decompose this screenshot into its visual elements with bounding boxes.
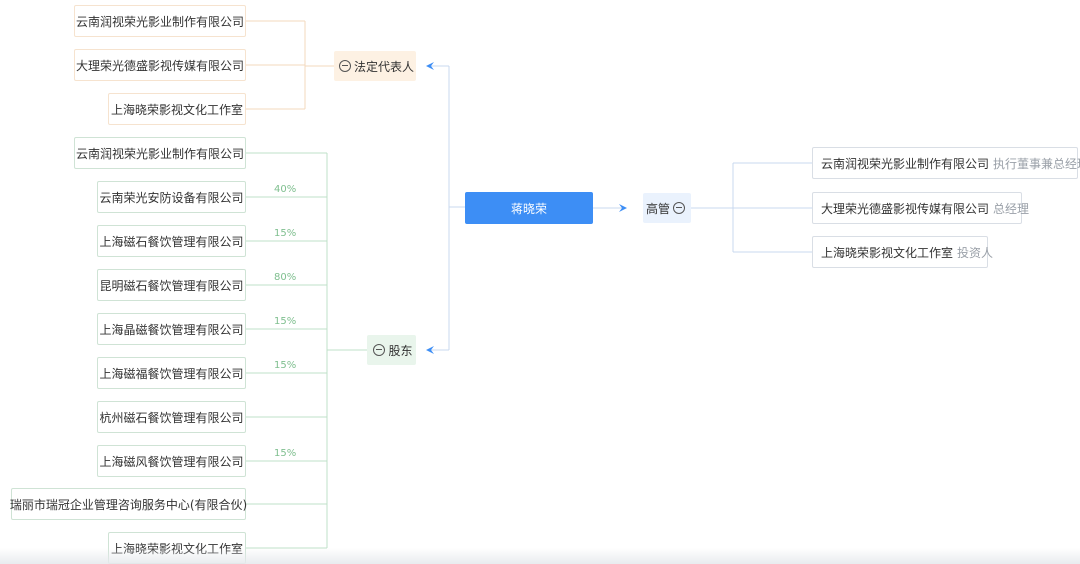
company-name: 云南润视荣光影业制作有限公司	[76, 146, 245, 161]
minus-circle-icon[interactable]	[373, 344, 386, 356]
legal-rep-company-node[interactable]: 云南润视荣光影业制作有限公司	[74, 5, 246, 37]
company-name: 大理荣光德盛影视传媒有限公司	[821, 201, 990, 216]
executive-role: 投资人	[957, 245, 994, 260]
arrow-head-icon	[619, 204, 627, 212]
shareholder-company-node[interactable]: 上海磁风餐饮管理有限公司	[97, 445, 246, 477]
company-name: 瑞丽市瑞冠企业管理咨询服务中心(有限合伙)	[9, 497, 248, 512]
company-name: 杭州磁石餐饮管理有限公司	[99, 410, 244, 425]
share-percentage: 15%	[274, 360, 297, 371]
shareholder-company-node[interactable]: 瑞丽市瑞冠企业管理咨询服务中心(有限合伙)	[9, 488, 248, 520]
executive-company-node[interactable]: 上海晓荣影视文化工作室投资人	[812, 236, 993, 268]
shareholder-company-node[interactable]: 云南荣光安防设备有限公司	[97, 181, 246, 213]
center-person-node[interactable]: 蒋晓荣	[465, 192, 593, 224]
legal-rep-category[interactable]: 法定代表人	[334, 51, 416, 81]
company-name: 大理荣光德盛影视传媒有限公司	[76, 58, 245, 73]
share-percentage: 15%	[274, 448, 297, 459]
arrow-head-icon	[426, 62, 434, 70]
legal-rep-label: 法定代表人	[353, 59, 414, 74]
legal-rep-company-node[interactable]: 大理荣光德盛影视传媒有限公司	[74, 49, 246, 81]
bottom-scroll-shade	[0, 548, 1080, 564]
company-name: 云南润视荣光影业制作有限公司	[821, 156, 990, 171]
shareholder-company-node[interactable]: 上海磁石餐饮管理有限公司	[97, 225, 246, 257]
shareholder-company-node[interactable]: 上海晶磁餐饮管理有限公司	[97, 313, 246, 345]
executive-role: 总经理	[993, 201, 1030, 216]
arrow-head-icon	[426, 346, 434, 354]
executive-company-node[interactable]: 云南润视荣光影业制作有限公司执行董事兼总经理	[812, 147, 1080, 179]
company-name: 昆明磁石餐饮管理有限公司	[99, 278, 244, 293]
company-name: 云南荣光安防设备有限公司	[99, 190, 244, 205]
company-name: 上海晓荣影视文化工作室	[821, 245, 954, 260]
executive-role: 执行董事兼总经理	[993, 156, 1080, 171]
executive-category[interactable]: 高管	[643, 193, 691, 223]
shareholder-category[interactable]: 股东	[367, 335, 416, 365]
minus-circle-icon[interactable]	[673, 202, 685, 214]
company-name: 上海晶磁餐饮管理有限公司	[99, 322, 244, 337]
center-person-name: 蒋晓荣	[510, 201, 547, 216]
executive-label: 高管	[645, 201, 670, 216]
shareholder-company-node[interactable]: 上海磁福餐饮管理有限公司	[97, 357, 246, 389]
company-name: 云南润视荣光影业制作有限公司	[76, 14, 245, 29]
minus-circle-icon[interactable]	[338, 60, 351, 72]
share-percentage: 15%	[274, 228, 297, 239]
company-name: 上海磁风餐饮管理有限公司	[99, 454, 244, 469]
share-percentage: 40%	[274, 184, 297, 195]
shareholder-company-node[interactable]: 杭州磁石餐饮管理有限公司	[97, 401, 246, 433]
share-percentage: 80%	[274, 272, 297, 283]
legal-rep-company-node[interactable]: 上海晓荣影视文化工作室	[108, 93, 246, 125]
company-name: 上海晓荣影视文化工作室	[111, 102, 244, 117]
company-name: 上海磁福餐饮管理有限公司	[99, 366, 244, 381]
company-name: 上海磁石餐饮管理有限公司	[99, 234, 244, 249]
shareholder-company-node[interactable]: 云南润视荣光影业制作有限公司	[74, 137, 246, 169]
shareholder-label: 股东	[388, 343, 413, 358]
shareholder-company-node[interactable]: 昆明磁石餐饮管理有限公司	[97, 269, 246, 301]
executive-company-node[interactable]: 大理荣光德盛影视传媒有限公司总经理	[812, 192, 1029, 224]
share-percentage: 15%	[274, 316, 297, 327]
